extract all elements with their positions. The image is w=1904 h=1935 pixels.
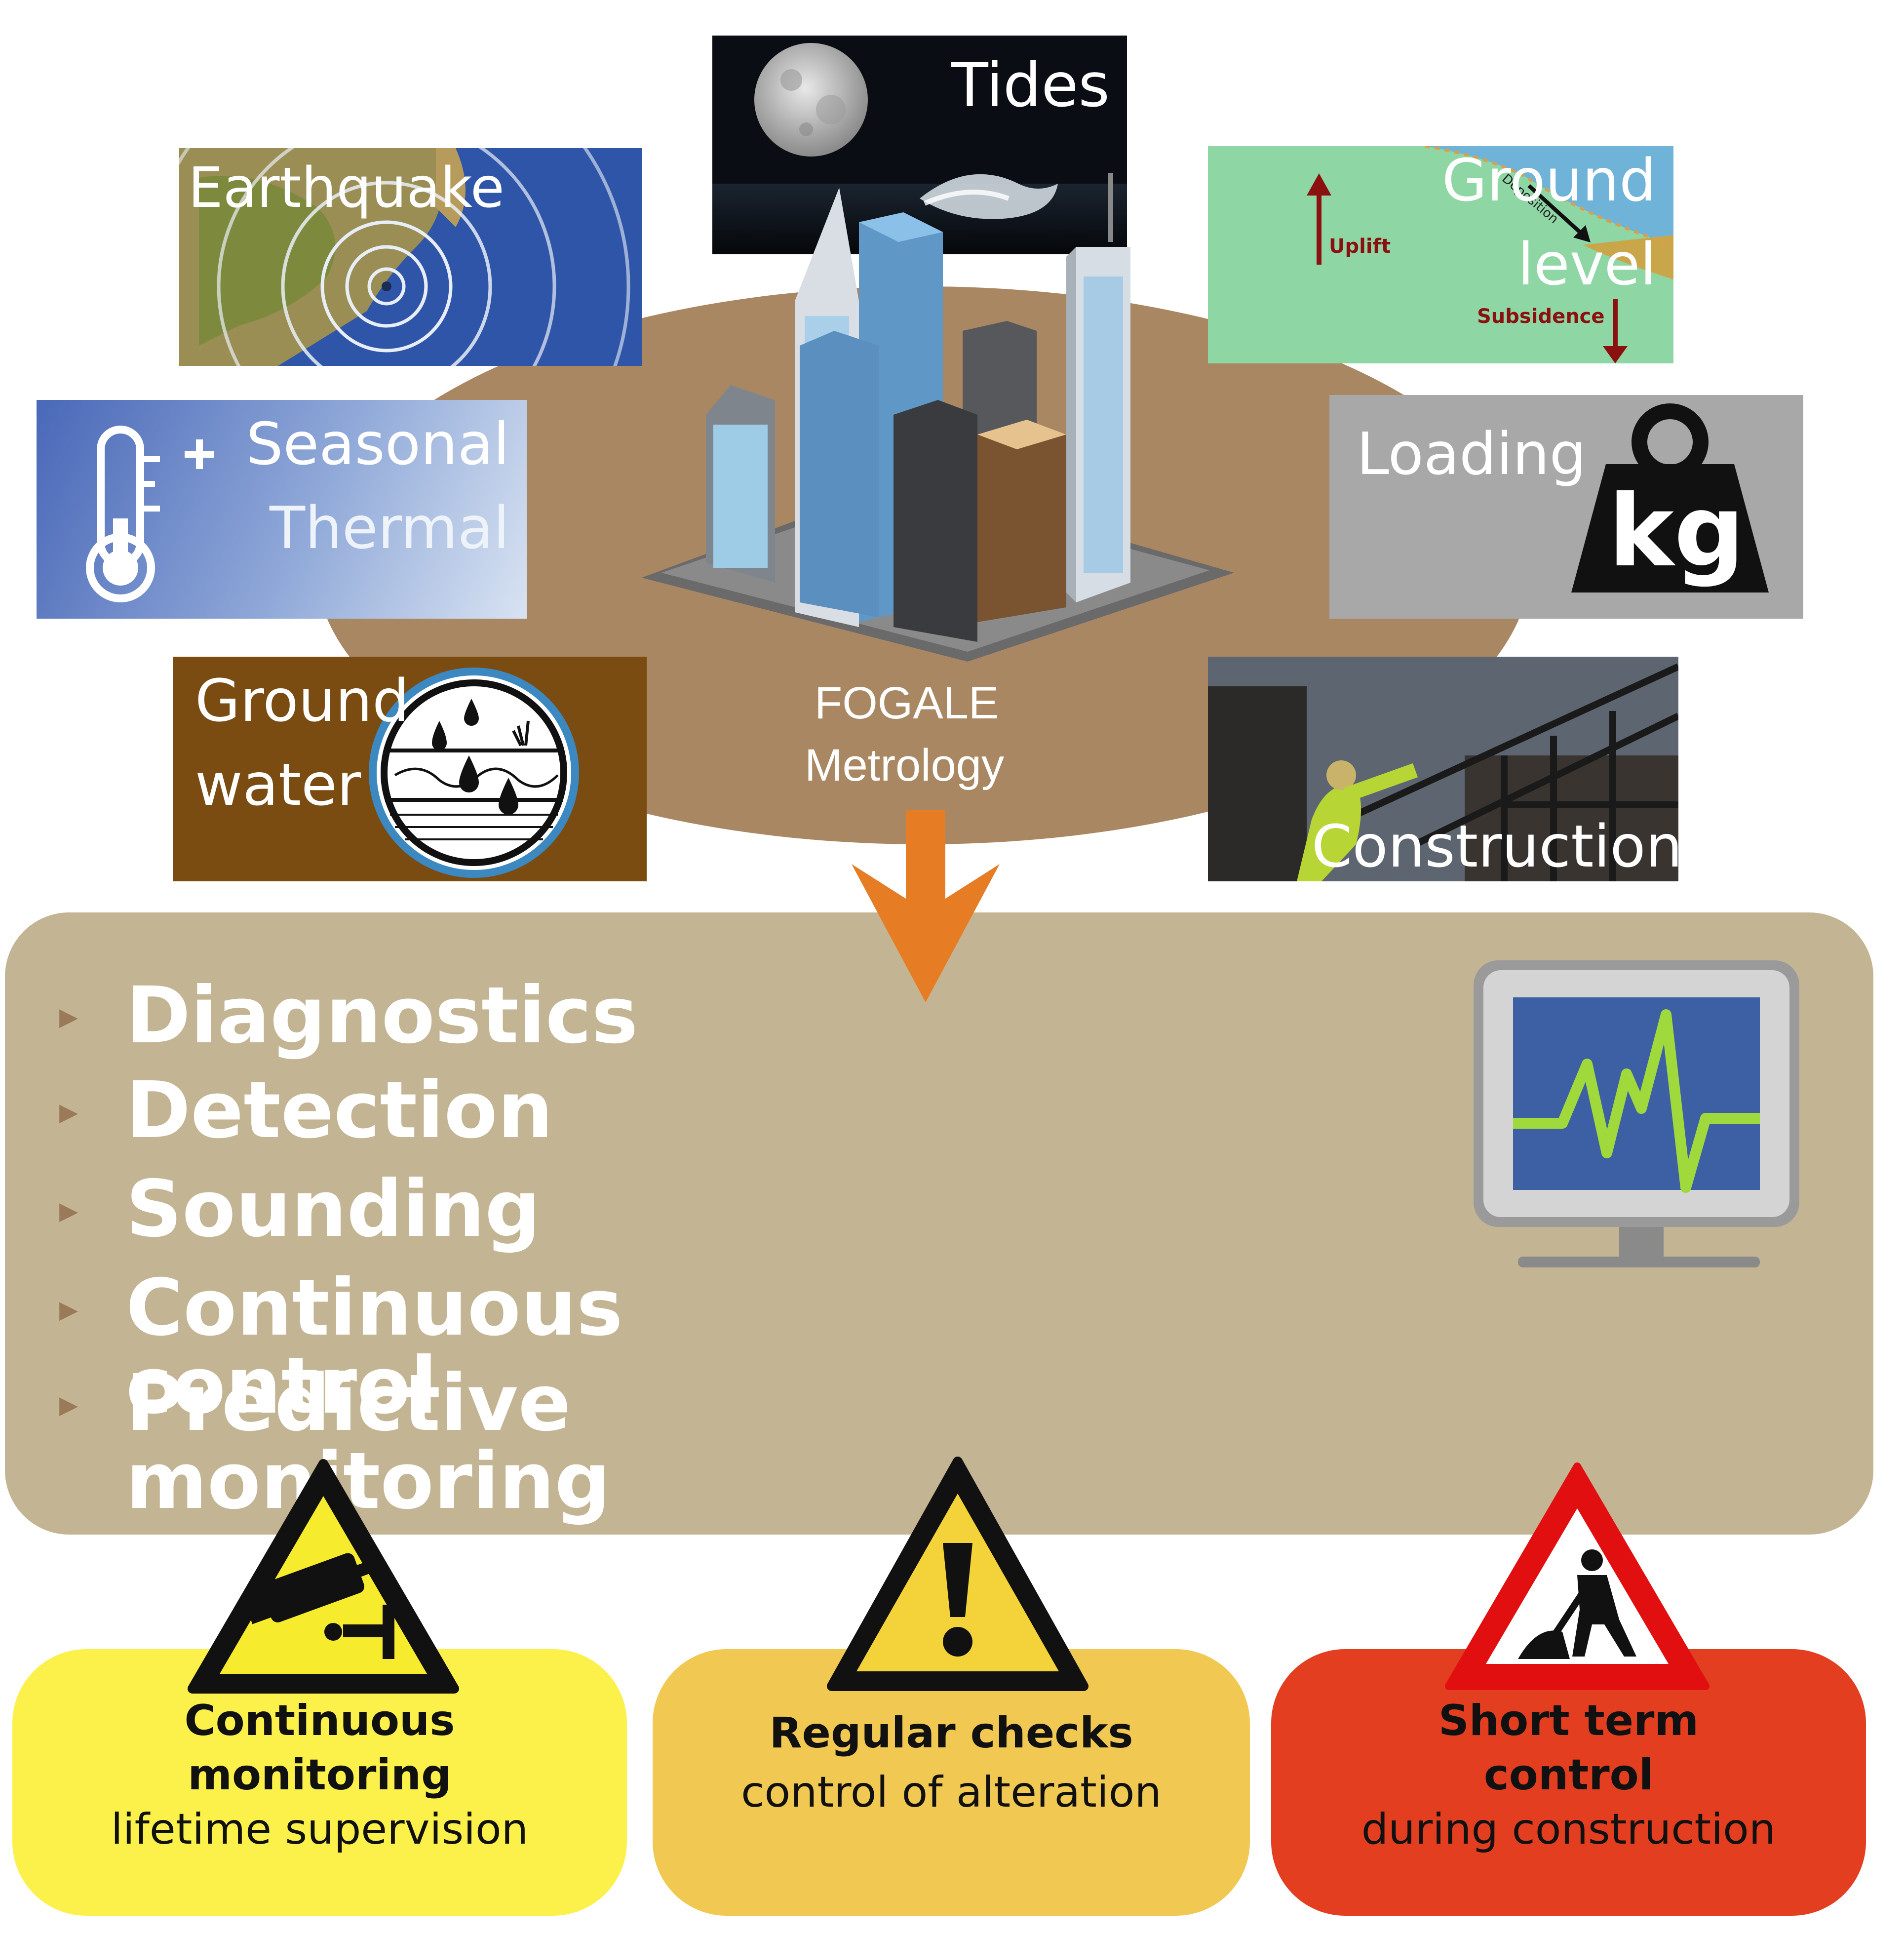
bullet-icon: ▸	[59, 993, 78, 1037]
construction-label: Construction	[1312, 812, 1678, 880]
groundwater-label-line2: water	[195, 750, 361, 819]
construction-tile: Construction	[1208, 657, 1678, 881]
ground-level-label-line2: level	[1517, 230, 1656, 298]
continuous-monitoring-title-line1: Continuous	[184, 1696, 455, 1745]
groundwater-label-line1: Ground	[195, 667, 410, 735]
continuous-monitoring-subtitle: lifetime supervision	[111, 1805, 529, 1855]
tides-label: Tides	[951, 50, 1110, 120]
construction-photo-image	[1208, 657, 1678, 881]
short-term-control-card: Short term control during construction	[1271, 1649, 1866, 1916]
thermometer-icon	[86, 426, 214, 602]
earthquake-tile: Earthquake	[179, 148, 642, 366]
weight-kg-icon	[1571, 403, 1769, 592]
short-term-control-title-line1: Short term	[1438, 1696, 1699, 1745]
short-term-control-subtitle: during construction	[1361, 1805, 1776, 1855]
objective-diagnostics: Diagnostics	[126, 970, 638, 1061]
loading-tile: Loading kg	[1329, 395, 1803, 619]
bullet-icon: ▸	[59, 1382, 78, 1425]
fogale-label: FOGALE	[815, 678, 999, 728]
earthquake-label: Earthquake	[188, 156, 505, 220]
seasonal-label-line2: Thermal	[270, 494, 509, 562]
bullet-icon: ▸	[59, 1187, 78, 1231]
groundwater-icon	[369, 668, 579, 878]
short-term-control-title-line2: control	[1483, 1750, 1654, 1800]
seasonal-label-line1: Seasonal	[246, 410, 509, 478]
roadworks-warning-icon	[1445, 1462, 1710, 1690]
city-buildings-image	[642, 173, 1234, 662]
ground-level-label-line1: Ground	[1441, 146, 1656, 214]
regular-checks-card: Regular checks control of alteration	[653, 1649, 1250, 1916]
objective-predictive-monitoring: Predictive monitoring	[126, 1358, 611, 1527]
earthquake-map-image	[179, 148, 630, 366]
bullet-icon: ▸	[59, 1089, 78, 1133]
monitor-heartbeat-icon	[1474, 960, 1799, 1267]
regular-checks-subtitle: control of alteration	[741, 1768, 1162, 1817]
moon-and-wave-image	[712, 43, 1127, 254]
ground-level-diagram	[1307, 146, 1673, 363]
subsidence-label: Subsidence	[1477, 305, 1605, 328]
down-arrow-icon	[852, 810, 1000, 1002]
seasonal-thermal-tile: Seasonal Thermal	[37, 400, 527, 619]
objective-continuous-control: Continuous control	[126, 1263, 623, 1431]
kg-label: kg	[1608, 474, 1745, 589]
uplift-label: Uplift	[1329, 235, 1391, 258]
regular-checks-title: Regular checks	[769, 1708, 1133, 1758]
bullet-icon: ▸	[59, 1286, 78, 1330]
metrology-label: Metrology	[805, 740, 1004, 790]
cctv-camera-warning-icon	[188, 1459, 459, 1694]
continuous-monitoring-title-line2: monitoring	[188, 1750, 452, 1800]
tides-tile: Tides	[712, 36, 1127, 254]
objective-sounding: Sounding	[126, 1164, 541, 1255]
objective-detection: Detection	[126, 1065, 553, 1156]
exclamation-warning-icon	[827, 1457, 1088, 1691]
ground-level-tile: Deposition Uplift Subsidence Ground leve…	[1208, 146, 1673, 363]
loading-label: Loading	[1357, 420, 1587, 488]
groundwater-tile: Ground water	[173, 657, 647, 881]
